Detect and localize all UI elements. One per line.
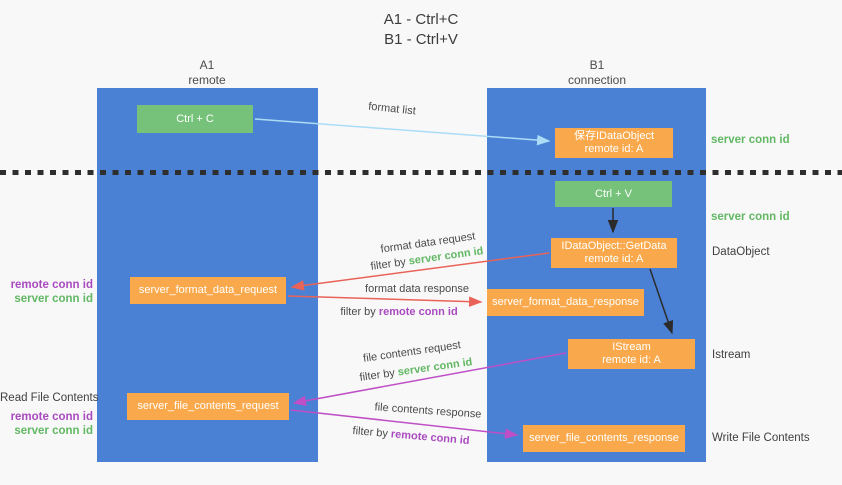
right-label-write-file-contents: Write File Contents [712,432,810,444]
column-header-b1: B1 connection [517,58,677,88]
node-ctrl-c-label: Ctrl + C [176,112,214,125]
node-save-idataobject-line1: 保存IDataObject [573,130,655,142]
node-file-response-label: server_file_contents_response [529,432,679,444]
dotted-separator-line [0,170,842,175]
column-a1-id: A1 [199,58,215,72]
diagram-title: A1 - Ctrl+C B1 - Ctrl+V [0,10,842,50]
column-b1-id: B1 [589,58,605,72]
remote-conn-id-text: remote conn id [378,306,458,318]
label-filter-by-remote-conn-id-1: filter by remote conn id [340,306,457,318]
remote-conn-id-text: remote conn id [390,428,470,448]
node-server-format-data-response: server_format_data_response [487,289,644,316]
node-istream-line2: remote id: A [602,354,661,366]
server-conn-id-text: server conn id [396,356,474,379]
column-a1-name: remote [188,73,226,87]
node-server-file-contents-response: server_file_contents_response [523,425,685,452]
node-istream-line1: IStream [612,341,651,353]
label-format-data-response: format data response [365,283,469,295]
node-save-idataobject-line2: remote id: A [584,143,644,155]
node-file-request-label: server_file_contents_request [137,400,279,412]
node-server-format-data-request: server_format_data_request [130,277,286,304]
label-file-contents-response: file contents response [374,401,482,421]
filter-by-text: filter by [352,424,392,441]
node-format-response-label: server_format_data_response [492,296,639,308]
column-header-a1: A1 remote [127,58,287,88]
left-label-server-conn-id-bottom: server conn id [14,425,93,437]
label-filter-by-remote-conn-id-2: filter by remote conn id [352,425,470,447]
left-label-remote-conn-id-bottom: remote conn id [10,411,93,423]
title-line-1: A1 - Ctrl+C [383,11,459,28]
node-ctrl-v-label: Ctrl + V [595,187,632,200]
filter-by-text: filter by [340,306,379,318]
node-server-file-contents-request: server_file_contents_request [127,393,289,420]
right-label-istream: Istream [712,349,751,361]
node-istream: IStream remote id: A [568,339,695,369]
node-getdata-line1: IDataObject::GetData [561,240,667,252]
node-idataobject-getdata: IDataObject::GetData remote id: A [551,238,677,268]
filter-by-text: filter by [369,255,410,273]
filter-by-text: filter by [358,366,399,384]
node-getdata-line2: remote id: A [584,253,644,265]
node-format-request-label: server_format_data_request [138,284,278,296]
node-ctrl-v: Ctrl + V [555,181,672,207]
right-label-server-conn-id-top: server conn id [711,134,790,146]
right-label-dataobject: DataObject [712,246,770,258]
left-label-remote-conn-id-top: remote conn id [10,279,93,291]
title-line-2: B1 - Ctrl+V [384,31,458,48]
left-label-read-file-contents: Read File Contents [0,392,99,404]
column-b1-name: connection [567,73,627,87]
node-save-idataobject: 保存IDataObject remote id: A [555,128,673,158]
left-label-server-conn-id-top: server conn id [14,293,93,305]
node-ctrl-c: Ctrl + C [137,105,253,133]
right-label-server-conn-id-mid: server conn id [711,211,790,223]
label-format-list: format list [367,100,417,118]
